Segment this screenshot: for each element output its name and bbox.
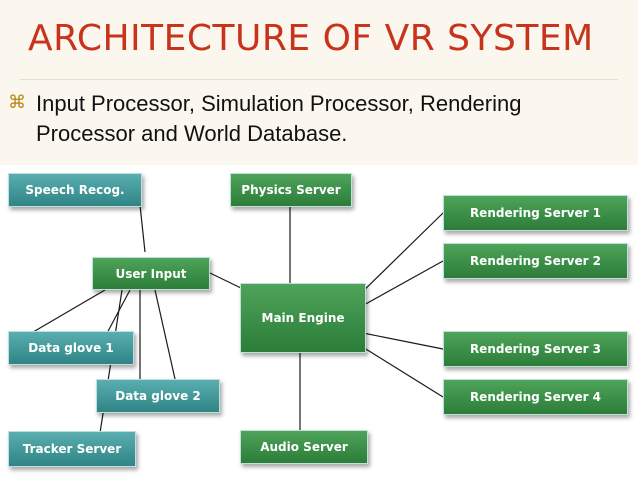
node-rendering-server-3: Rendering Server 3 <box>443 331 628 367</box>
node-rendering-server-1: Rendering Server 1 <box>443 195 628 231</box>
link-userinput-glove1 <box>27 289 106 336</box>
title-divider <box>20 79 618 80</box>
link-speech-userinput <box>139 204 146 253</box>
connector-lines <box>27 204 444 434</box>
link-engine-render2 <box>352 260 444 312</box>
node-main-engine: Main Engine <box>240 283 366 353</box>
link-userinput-engine <box>209 272 244 290</box>
node-data-glove-2: Data glove 2 <box>96 379 220 413</box>
architecture-diagram: Speech Recog. Physics Server User Input … <box>0 165 638 479</box>
node-data-glove-1: Data glove 1 <box>8 331 134 365</box>
node-speech-recog: Speech Recog. <box>8 173 142 207</box>
node-user-input: User Input <box>92 257 210 290</box>
link-userinput-glove2b <box>154 289 176 380</box>
node-audio-server: Audio Server <box>240 430 368 464</box>
bullet-text: Input Processor, Simulation Processor, R… <box>36 91 522 146</box>
link-engine-render1 <box>352 212 444 302</box>
link-engine-render4 <box>352 340 444 398</box>
slide-title: ARCHITECTURE OF VR SYSTEM <box>28 18 594 59</box>
node-physics-server: Physics Server <box>230 173 352 207</box>
x-bullet-icon: ⌘ <box>8 92 26 112</box>
node-tracker-server: Tracker Server <box>8 431 136 467</box>
link-engine-render3 <box>352 330 444 350</box>
node-rendering-server-4: Rendering Server 4 <box>443 379 628 415</box>
node-rendering-server-2: Rendering Server 2 <box>443 243 628 279</box>
